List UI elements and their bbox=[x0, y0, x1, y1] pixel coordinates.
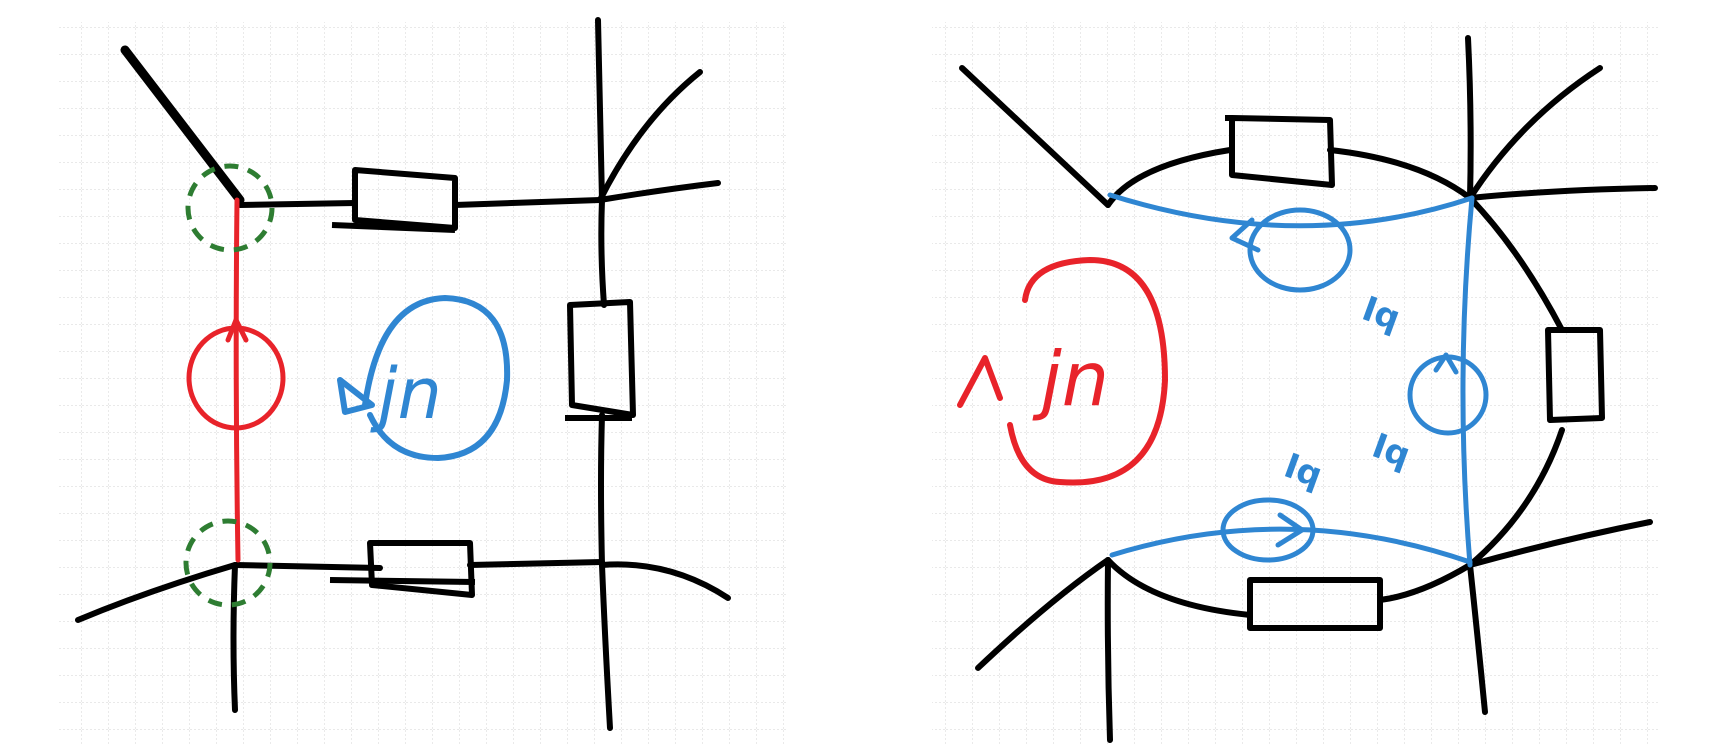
right-branch-currents bbox=[1107, 192, 1489, 568]
right-panel: jn Iq Iq Iq bbox=[932, 22, 1660, 744]
right-grid-paper bbox=[932, 22, 1660, 744]
right-loop-label: jn bbox=[1032, 335, 1109, 423]
left-resistor-bottom bbox=[329, 540, 476, 598]
right-resistor-bottom bbox=[1247, 577, 1383, 631]
right-wires bbox=[959, 35, 1658, 743]
top-node-marker bbox=[185, 163, 275, 253]
bottom-node-marker bbox=[183, 518, 273, 608]
left-wires bbox=[75, 17, 731, 731]
left-loop-label: jn bbox=[370, 353, 442, 435]
right-resistor-top bbox=[1225, 115, 1335, 188]
bottom-current-circle bbox=[1220, 497, 1316, 563]
left-loop-current bbox=[337, 295, 511, 461]
left-resistor-top bbox=[331, 167, 458, 233]
left-resistor-right bbox=[565, 299, 636, 421]
left-panel: jn bbox=[58, 17, 788, 744]
left-grid-paper bbox=[58, 22, 788, 744]
top-current-circle bbox=[1247, 207, 1353, 293]
right-loop-current bbox=[957, 257, 1168, 486]
left-node-markers bbox=[183, 163, 275, 608]
right-resistor-right bbox=[1545, 327, 1605, 423]
